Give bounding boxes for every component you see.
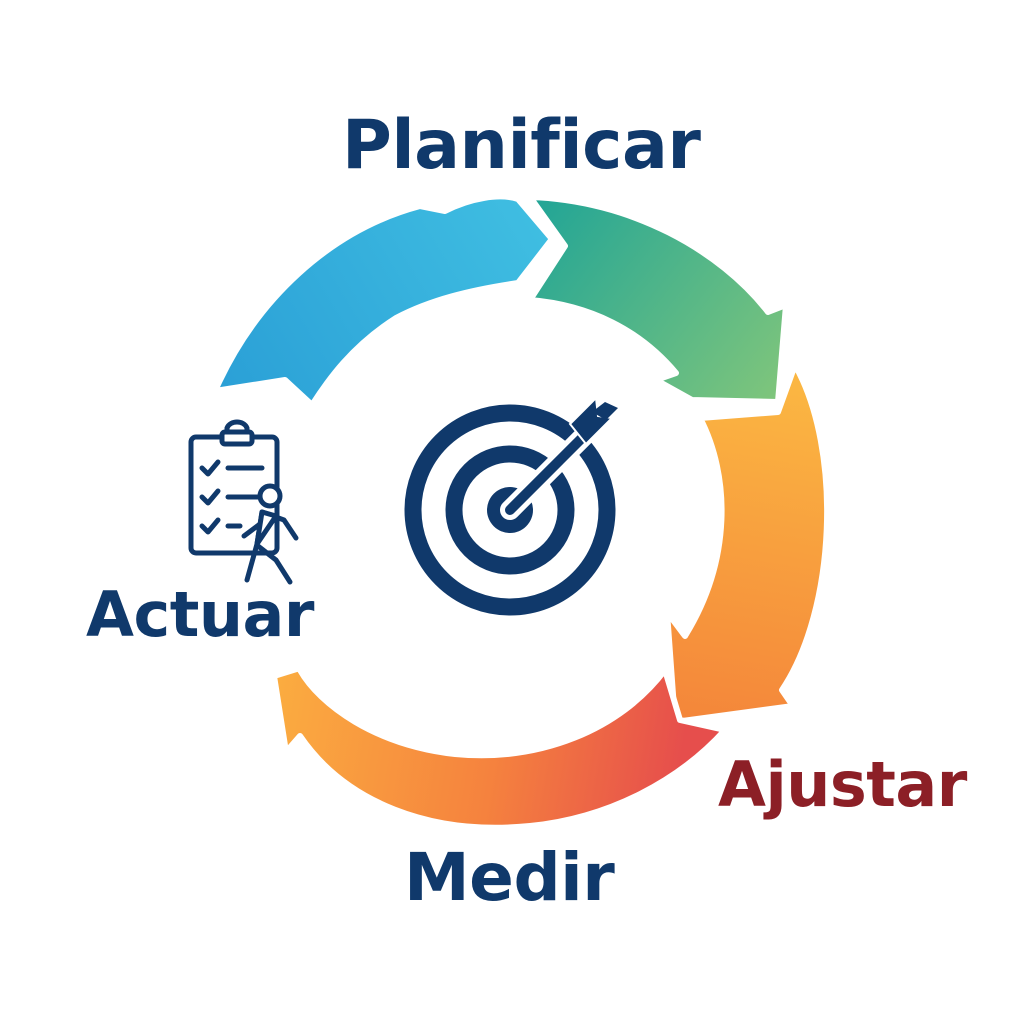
cycle-arrow-orange [664, 362, 831, 725]
cycle-arrow-red [271, 647, 728, 831]
cycle-arrow-blue [212, 193, 555, 408]
label-actuar: Actuar [86, 578, 314, 651]
label-planificar: Planificar [342, 106, 701, 185]
target-with-arrow-icon [404, 395, 618, 616]
checklist-with-walking-person-icon [188, 419, 299, 585]
label-medir: Medir [404, 839, 615, 916]
cycle-arrow-green [527, 194, 789, 405]
label-ajustar: Ajustar [718, 748, 967, 821]
